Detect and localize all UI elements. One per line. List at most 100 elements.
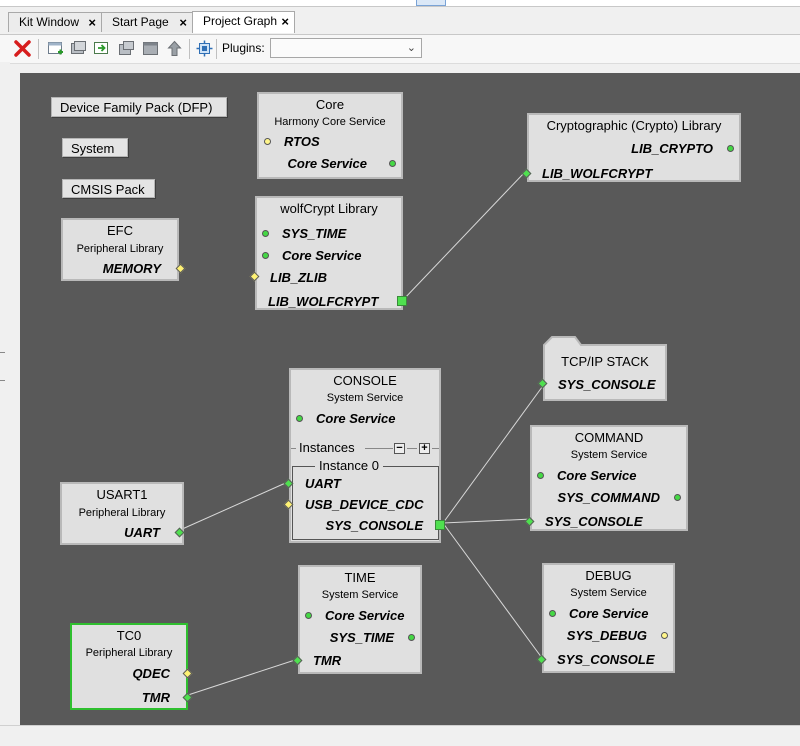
component-label: System [71,141,115,156]
port-icon[interactable] [174,527,185,538]
port-icon[interactable] [537,472,544,479]
add-component-icon[interactable] [47,40,64,57]
port-icon[interactable] [296,415,303,422]
instances-divider [432,448,439,449]
port-usb-device-cdc: USB_DEVICE_CDC [305,497,424,512]
fit-view-icon[interactable] [196,40,213,57]
wire-console-command[interactable] [442,518,533,524]
node-title: TIME [344,570,376,585]
up-arrow-icon[interactable] [166,40,183,57]
console-node[interactable]: CONSOLE System Service Core Service Inst… [283,368,445,543]
add-instance-button[interactable]: + [419,443,430,454]
port-icon[interactable] [727,145,734,152]
dfp-component[interactable]: Device Family Pack (DFP) [51,97,227,117]
cmsis-component[interactable]: CMSIS Pack [62,179,155,198]
port-sys-console: SYS_CONSOLE [325,518,423,533]
debug-node[interactable]: DEBUG System Service Core Service SYS_DE… [536,563,675,673]
node-subtitle: Harmony Core Service [274,116,386,128]
wire-wolfcrypt-crypto[interactable] [402,171,526,301]
port-lib-zlib: LIB_ZLIB [270,270,328,285]
command-node[interactable]: COMMAND System Service Core Service SYS_… [524,425,688,531]
port-icon[interactable] [661,632,668,639]
port-icon[interactable] [408,634,415,641]
port-sys-console: SYS_CONSOLE [557,652,655,667]
connection-wires [179,171,546,696]
node-subtitle: System Service [570,449,648,461]
tab-kit-window[interactable]: Kit Window × [8,12,102,32]
toolbar-separator [216,39,217,59]
node-subtitle: Peripheral Library [78,507,166,519]
toolbar-separator [189,39,190,59]
close-icon[interactable]: × [179,15,187,30]
red-x-icon[interactable] [14,40,31,57]
instances-label: Instances [299,440,355,455]
port-icon[interactable] [305,612,312,619]
port-icon[interactable] [264,138,271,145]
export-icon[interactable] [93,40,110,57]
port-qdec: QDEC [132,666,170,681]
port-core-service: Core Service [325,608,405,623]
close-icon[interactable]: × [281,14,289,29]
tc0-node[interactable]: TC0 Peripheral Library QDEC TMR [70,623,193,710]
tab-label: Kit Window [19,15,80,29]
tab-project-graph[interactable]: Project Graph × [192,11,295,33]
port-tmr: TMR [313,653,342,668]
node-title: TCP/IP STACK [561,354,649,369]
port-icon[interactable] [389,160,396,167]
wire-console-tcpip[interactable] [442,382,546,524]
node-title: wolfCrypt Library [280,201,378,216]
time-node[interactable]: TIME System Service Core Service SYS_TIM… [292,565,422,674]
chevron-down-icon: ⌄ [406,42,416,54]
port-core-service: Core Service [557,468,637,483]
port-sys-console: SYS_CONSOLE [558,377,656,392]
instances-divider [407,448,417,449]
close-icon[interactable]: × [88,15,96,30]
toolbar-separator [38,39,39,59]
core-node[interactable]: Core Harmony Core Service RTOS Core Serv… [257,92,403,179]
node-title: Core [315,97,345,112]
remove-instance-button[interactable]: − [394,443,405,454]
node-title: COMMAND [574,430,644,445]
window-indicator [416,0,446,6]
tab-start-page[interactable]: Start Page × [101,12,193,32]
port-tmr: TMR [141,690,170,705]
tab-label: Project Graph [203,14,278,28]
node-title: EFC [107,223,133,238]
usart1-node[interactable]: USART1 Peripheral Library UART [60,482,185,545]
toolbar: Plugins: ⌄ [0,34,800,64]
tab-label: Start Page [112,15,169,29]
port-core-service: Core Service [316,411,396,426]
node-subtitle: System Service [326,392,404,404]
port-icon[interactable] [262,252,269,259]
project-graph-canvas[interactable]: Device Family Pack (DFP) System CMSIS Pa… [20,73,800,725]
crypto-node[interactable]: Cryptographic (Crypto) Library LIB_CRYPT… [521,113,741,182]
port-icon[interactable] [435,520,445,530]
panel-divider [0,352,5,353]
plugins-label: Plugins: [222,41,265,55]
port-sys-command: SYS_COMMAND [557,490,660,505]
port-icon[interactable] [262,230,269,237]
efc-node[interactable]: EFC Peripheral Library MEMORY [61,218,186,281]
node-title: CONSOLE [333,373,397,388]
system-component[interactable]: System [62,138,128,157]
wire-tc0-time[interactable] [187,658,299,696]
instances-divider [365,448,393,449]
port-sys-console: SYS_CONSOLE [545,514,643,529]
port-sys-debug: SYS_DEBUG [566,628,647,643]
wolfcrypt-node[interactable]: wolfCrypt Library SYS_TIME Core Service … [249,196,407,310]
wire-usart1-console[interactable] [179,480,291,531]
port-uart: UART [305,476,341,491]
port-core-service: Core Service [282,248,362,263]
port-icon[interactable] [549,610,556,617]
plugins-dropdown[interactable]: ⌄ [270,38,422,58]
ungroup-icon[interactable] [118,40,135,57]
group-icon[interactable] [70,40,87,57]
wire-console-debug[interactable] [442,522,543,659]
arrange-icon[interactable] [142,40,159,57]
port-lib-crypto: LIB_CRYPTO [631,141,713,156]
port-icon[interactable] [674,494,681,501]
instances-divider [291,448,296,449]
port-memory: MEMORY [102,261,161,276]
port-icon[interactable] [397,296,407,306]
tcpip-node[interactable]: TCP/IP STACK SYS_CONSOLE [537,336,667,401]
